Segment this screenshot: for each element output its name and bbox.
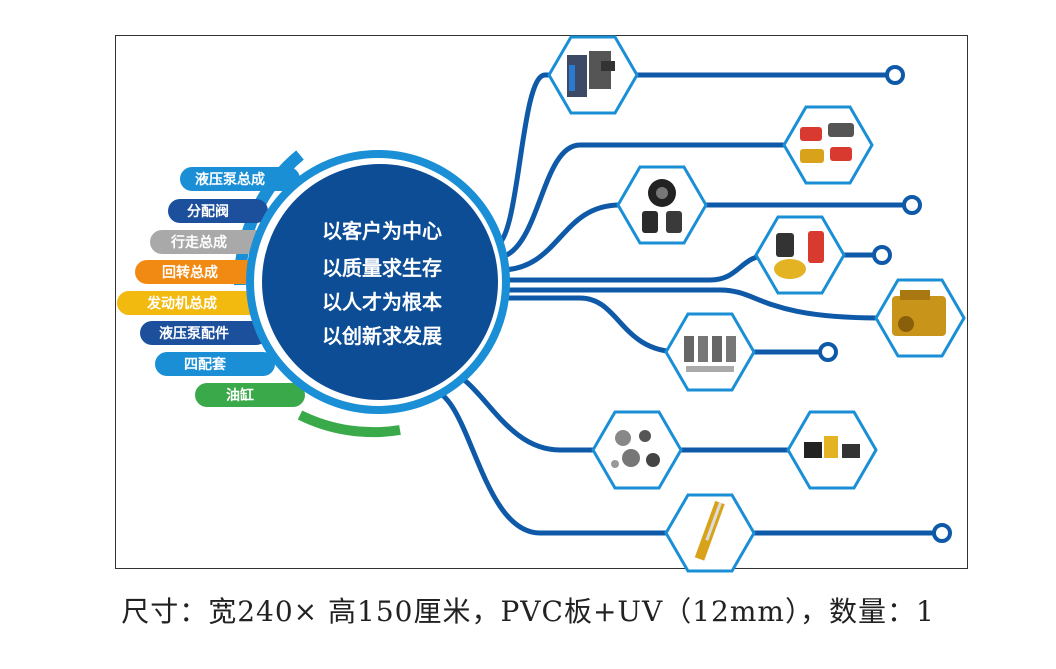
center-circle: 以客户为中心 以质量求生存 以人才为根本 以创新求发展	[246, 150, 510, 414]
hydraulic-pump-icon	[782, 105, 874, 185]
swing-motor-icon	[754, 215, 846, 295]
end-node	[872, 245, 892, 265]
undercarriage-parts-icon	[786, 410, 878, 490]
category-label: 油缸	[226, 387, 254, 404]
category-label: 分配阀	[187, 203, 229, 220]
category-label: 液压泵总成	[195, 171, 265, 188]
category-label: 行走总成	[170, 234, 227, 251]
travel-motor-icon	[616, 165, 708, 245]
engine-icon	[874, 278, 966, 358]
control-valve-icon	[547, 35, 639, 115]
category-label: 四配套	[184, 356, 226, 373]
category-label: 发动机总成	[146, 295, 217, 312]
category-label: 液压泵配件	[159, 325, 229, 342]
category-pill	[135, 260, 265, 284]
category-pill	[150, 230, 268, 254]
category-label: 回转总成	[162, 264, 218, 281]
category-pill	[168, 199, 268, 223]
cylinder-liner-kit-icon	[664, 312, 756, 392]
category-pill	[155, 352, 275, 376]
oil-cylinder-icon	[664, 493, 756, 573]
product-hexagons	[547, 35, 966, 573]
category-pill	[195, 383, 305, 407]
slogan-4: 以创新求发展	[322, 324, 442, 348]
end-node	[885, 65, 905, 85]
pump-parts-icon	[591, 410, 683, 490]
end-nodes	[818, 65, 952, 543]
category-pill	[140, 321, 268, 345]
size-caption: 尺寸：宽240× 高150厘米，PVC板+UV（12mm），数量：1	[121, 595, 935, 628]
slogan-2: 以质量求生存	[322, 256, 442, 280]
slogan-1: 以客户为中心	[322, 219, 442, 243]
end-node	[932, 523, 952, 543]
end-node	[818, 342, 838, 362]
category-pill	[117, 291, 267, 315]
slogan-3: 以人才为根本	[322, 290, 442, 314]
category-pill	[180, 167, 300, 191]
end-node	[902, 195, 922, 215]
